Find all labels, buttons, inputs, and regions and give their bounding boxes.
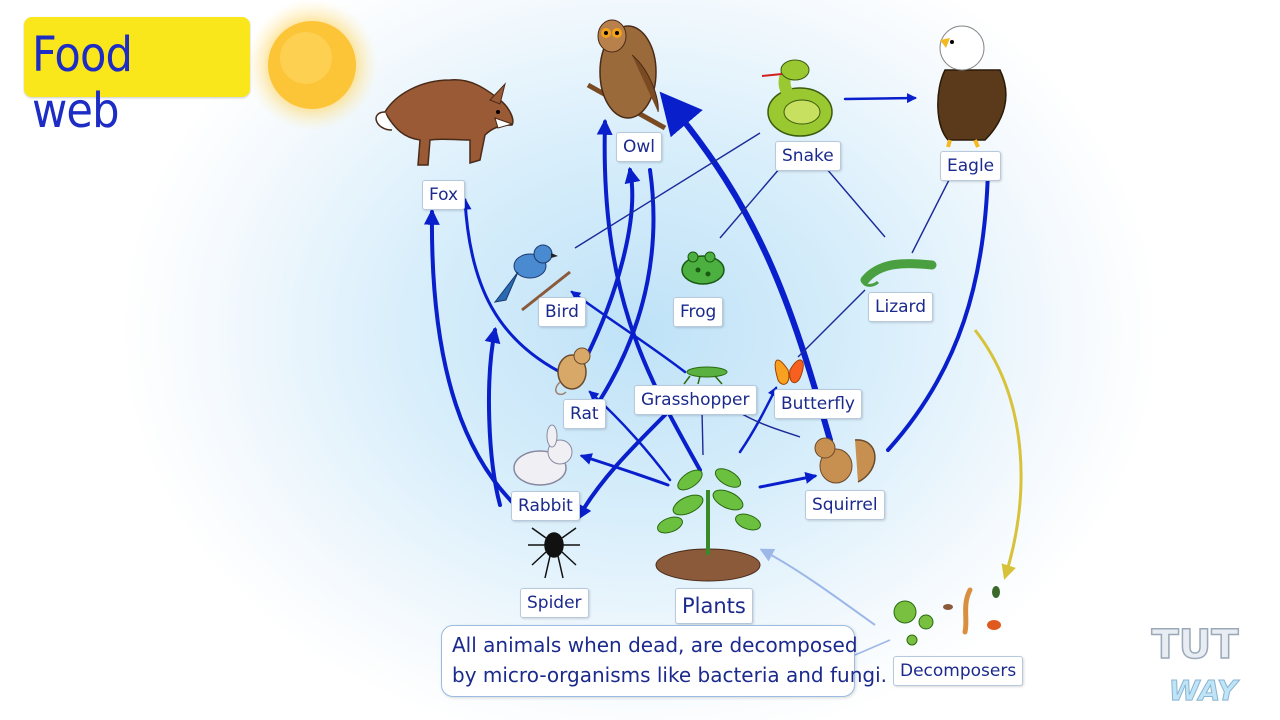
note-line-2: by micro-organisms like bacteria and fun… [452, 663, 887, 687]
decomposition-note: All animals when dead, are decomposed by… [441, 625, 887, 697]
label-decomposers: Decomposers [893, 656, 1024, 686]
arrow-grasshopper-owl [598, 168, 656, 402]
link-butterfly-lizard [797, 289, 866, 358]
label-grasshopper: Grasshopper [634, 385, 757, 415]
rat-icon [555, 347, 591, 396]
arrow-squirrel-owl [659, 91, 833, 443]
arrow-rat-fox [459, 197, 562, 374]
lizard-icon [860, 259, 937, 287]
note-line-1: All animals when dead, are decomposed [452, 633, 858, 657]
rabbit-icon [513, 424, 573, 486]
page-title: Food web [32, 27, 133, 139]
tutway-logo: TUT WAY [1151, 621, 1241, 707]
label-plants: Plants [675, 588, 753, 624]
sun-icon [246, 0, 378, 131]
label-squirrel: Squirrel [805, 490, 885, 520]
label-lizard: Lizard [868, 292, 934, 322]
link-frog-snake [719, 167, 781, 239]
arrow-plants-squirrel [758, 471, 818, 489]
arrow-rabbit-fox [423, 208, 517, 507]
link-lizard-eagle [911, 177, 951, 254]
arrow-rat-owl [583, 166, 641, 362]
arrow-plants-owl [596, 118, 702, 472]
link-lizard-snake [825, 167, 886, 238]
snake-icon [761, 59, 833, 137]
label-owl: Owl [616, 132, 663, 162]
arrow-eagle-decomposers [973, 329, 1023, 580]
label-bird: Bird [538, 297, 586, 327]
decomposers-icon [893, 586, 1001, 646]
arrow-plants-rabbit [579, 453, 670, 487]
title-box: Food web [24, 17, 250, 139]
food-web-arrows [423, 91, 990, 521]
butterfly-icon [774, 359, 804, 385]
owl-icon [586, 19, 667, 131]
label-frog: Frog [673, 297, 724, 327]
eagle-icon [937, 25, 1007, 148]
arrow-grasshopper-spider [576, 413, 667, 521]
arrow-snake-eagle [843, 93, 917, 104]
arrow-plants-rat [588, 390, 672, 482]
squirrel-icon [814, 437, 876, 484]
bird-icon [493, 244, 571, 312]
logo-text-top: TUT [1151, 622, 1239, 668]
frog-icon [681, 251, 725, 285]
link-grasshopper-plants [701, 409, 704, 456]
logo-text-bottom: WAY [1169, 674, 1240, 707]
link-bird-snake [574, 132, 761, 249]
label-snake: Snake [775, 141, 841, 171]
arrow-plants-butterfly [738, 386, 778, 454]
arrow-squirrel-eagle [886, 168, 990, 452]
label-butterfly: Butterfly [774, 389, 862, 419]
label-eagle: Eagle [940, 151, 1002, 181]
label-spider: Spider [520, 588, 589, 618]
spider-icon [528, 527, 580, 579]
label-rat: Rat [563, 399, 606, 429]
plants-icon [655, 468, 761, 582]
label-rabbit: Rabbit [511, 491, 580, 521]
label-fox: Fox [422, 180, 466, 210]
arrow-spider-bird [484, 326, 502, 507]
note-pointer [854, 639, 891, 656]
fox-icon [375, 79, 514, 166]
arrow-decomposers-plants [759, 548, 876, 626]
grasshopper-icon [683, 366, 728, 385]
